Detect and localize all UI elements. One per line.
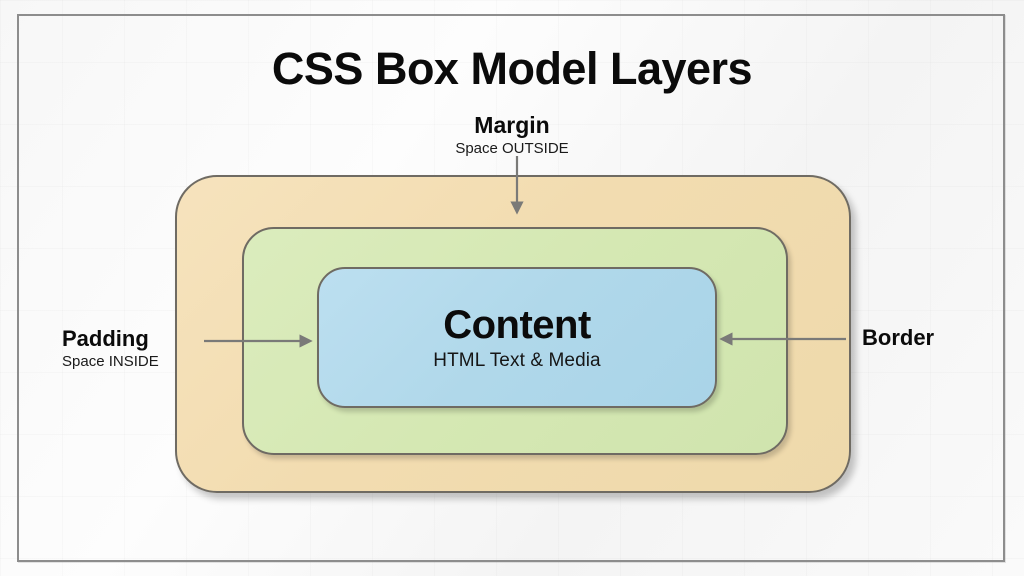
annotation-margin-subtext: Space OUTSIDE [455, 140, 569, 158]
annotation-padding-subtext: Space INSIDE [62, 353, 159, 371]
annotation-margin: Margin Space OUTSIDE [0, 112, 1024, 158]
annotation-padding-heading: Padding [62, 326, 149, 351]
content-box-title: Content [443, 302, 591, 347]
slide-frame [17, 14, 1005, 562]
border-layer: Content HTML Text & Media [242, 227, 788, 455]
annotation-padding: Padding Space INSIDE [62, 326, 159, 371]
annotation-margin-heading: Margin [474, 112, 550, 138]
annotation-border-heading: Border [862, 325, 935, 350]
content-box-subtitle: HTML Text & Media [433, 349, 601, 371]
content-layer: Content HTML Text & Media [317, 267, 717, 408]
padding-arrow-right-icon [204, 334, 313, 348]
page-title: CSS Box Model Layers [271, 43, 753, 94]
margin-arrow-down-icon [510, 156, 524, 215]
annotation-border: Border [862, 325, 934, 350]
margin-layer: Content HTML Text & Media [175, 175, 851, 493]
border-arrow-left-icon [719, 332, 846, 346]
